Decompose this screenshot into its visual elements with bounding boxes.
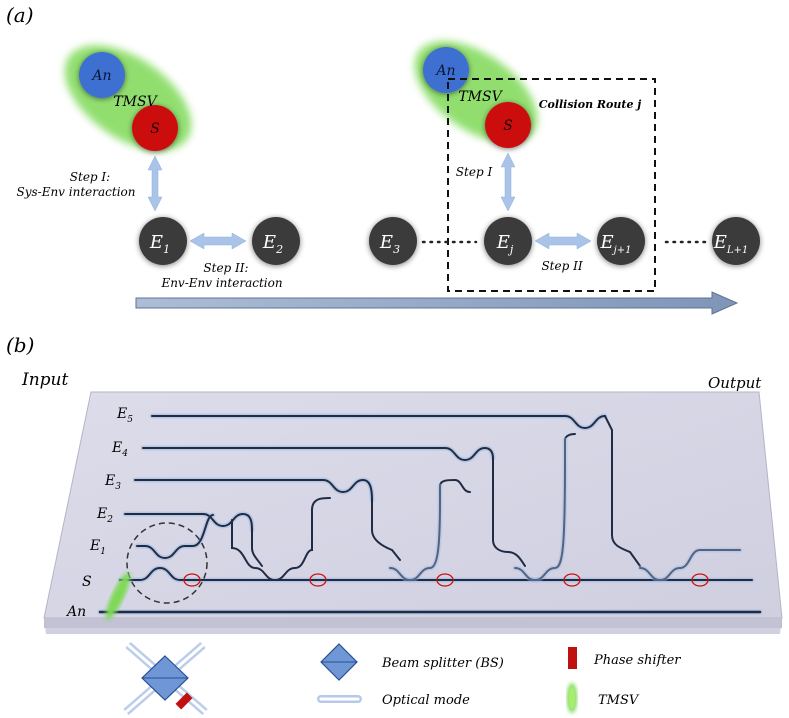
env-el1-label: EL+1 xyxy=(713,232,749,256)
env-node-el1 xyxy=(712,217,760,265)
zoom-circle xyxy=(126,522,208,604)
env-node-ej1 xyxy=(597,217,645,265)
tmsv-source-on-chip xyxy=(105,572,131,620)
phase-shifter-marker-4 xyxy=(563,573,581,587)
phase-shifter-marker-3 xyxy=(436,573,454,587)
step1-arrow-right xyxy=(500,152,516,212)
legend-optical-mode: Optical mode xyxy=(317,693,470,708)
step2-desc-left: Env-Env interaction xyxy=(160,276,282,290)
ancilla-label-left: An xyxy=(90,68,111,84)
collision-route-label: Collision Route j xyxy=(539,98,642,111)
phase-shifter-marker-1 xyxy=(183,573,201,587)
phase-shifter-marker-5 xyxy=(691,573,709,587)
legend-tmsv-label: TMSV xyxy=(598,693,640,708)
mode-label-e2: E2 xyxy=(96,506,113,525)
phase-shifter-on-icon xyxy=(175,692,193,710)
legend-beam-splitter: Beam splitter (BS) xyxy=(320,643,504,681)
legend-beam-splitter-label: Beam splitter (BS) xyxy=(381,656,504,671)
env-node-ej xyxy=(484,217,532,265)
ancilla-node-right xyxy=(423,47,469,93)
legend-optical-mode-label: Optical mode xyxy=(382,693,470,708)
system-node-right xyxy=(485,102,531,148)
phase-shifter-marker-2 xyxy=(309,573,327,587)
legend-phase-shifter: Phase shifter xyxy=(568,647,681,669)
step2-title-left: Step II: xyxy=(203,261,248,275)
env-e3-label: E3 xyxy=(379,232,400,256)
system-label-right: S xyxy=(503,118,513,134)
tmsv-label-right: TMSV xyxy=(458,89,503,105)
phase-shifter-icon xyxy=(568,647,577,669)
legend-tmsv: TMSV xyxy=(567,683,640,713)
waveguides xyxy=(97,413,763,615)
env-node-e2 xyxy=(252,217,300,265)
collision-route-box xyxy=(447,78,656,292)
system-node-left xyxy=(132,105,178,151)
phase-shifter-markers xyxy=(183,573,709,587)
mode-label-e4: E4 xyxy=(111,440,128,459)
ancilla-node-left xyxy=(79,52,125,98)
step1-label-right: Step I xyxy=(456,165,493,179)
mode-labels: E5 E4 E3 E2 E1 S An xyxy=(65,406,133,620)
env-ej-label: Ej xyxy=(496,232,514,256)
system-label-left: S xyxy=(150,121,160,137)
mode-label-e1: E1 xyxy=(89,538,106,557)
input-label: Input xyxy=(21,370,68,390)
env-node-e1 xyxy=(139,217,187,265)
mode-label-e3: E3 xyxy=(104,473,121,492)
step1-desc-left: Sys-Env interaction xyxy=(16,185,135,199)
bs-crossing-icon xyxy=(123,641,208,716)
step1-arrow-left xyxy=(147,155,163,212)
env-e1-label: E1 xyxy=(149,232,170,256)
step2-arrow-left xyxy=(189,232,247,250)
ancilla-label-right: An xyxy=(434,63,455,79)
output-label: Output xyxy=(708,374,762,392)
panel-a-label: (a) xyxy=(6,3,34,27)
time-arrow xyxy=(135,291,739,315)
system-env-couplers xyxy=(231,415,741,582)
step2-arrow-right xyxy=(534,232,592,250)
env-ej1-label: Ej+1 xyxy=(600,232,632,256)
step2-label-right: Step II xyxy=(541,259,582,273)
env-e2-label: E2 xyxy=(262,232,283,256)
mode-label-s: S xyxy=(82,574,92,590)
mode-label-an: An xyxy=(65,604,86,620)
tmsv-label-left: TMSV xyxy=(113,94,158,110)
system-env-couplers-glow xyxy=(387,437,743,583)
panel-b-label: (b) xyxy=(6,333,34,357)
mode-label-e5: E5 xyxy=(116,406,133,425)
step1-title-left: Step I: xyxy=(70,170,110,184)
legend-phase-shifter-label: Phase shifter xyxy=(593,653,681,668)
env-node-e3 xyxy=(369,217,417,265)
